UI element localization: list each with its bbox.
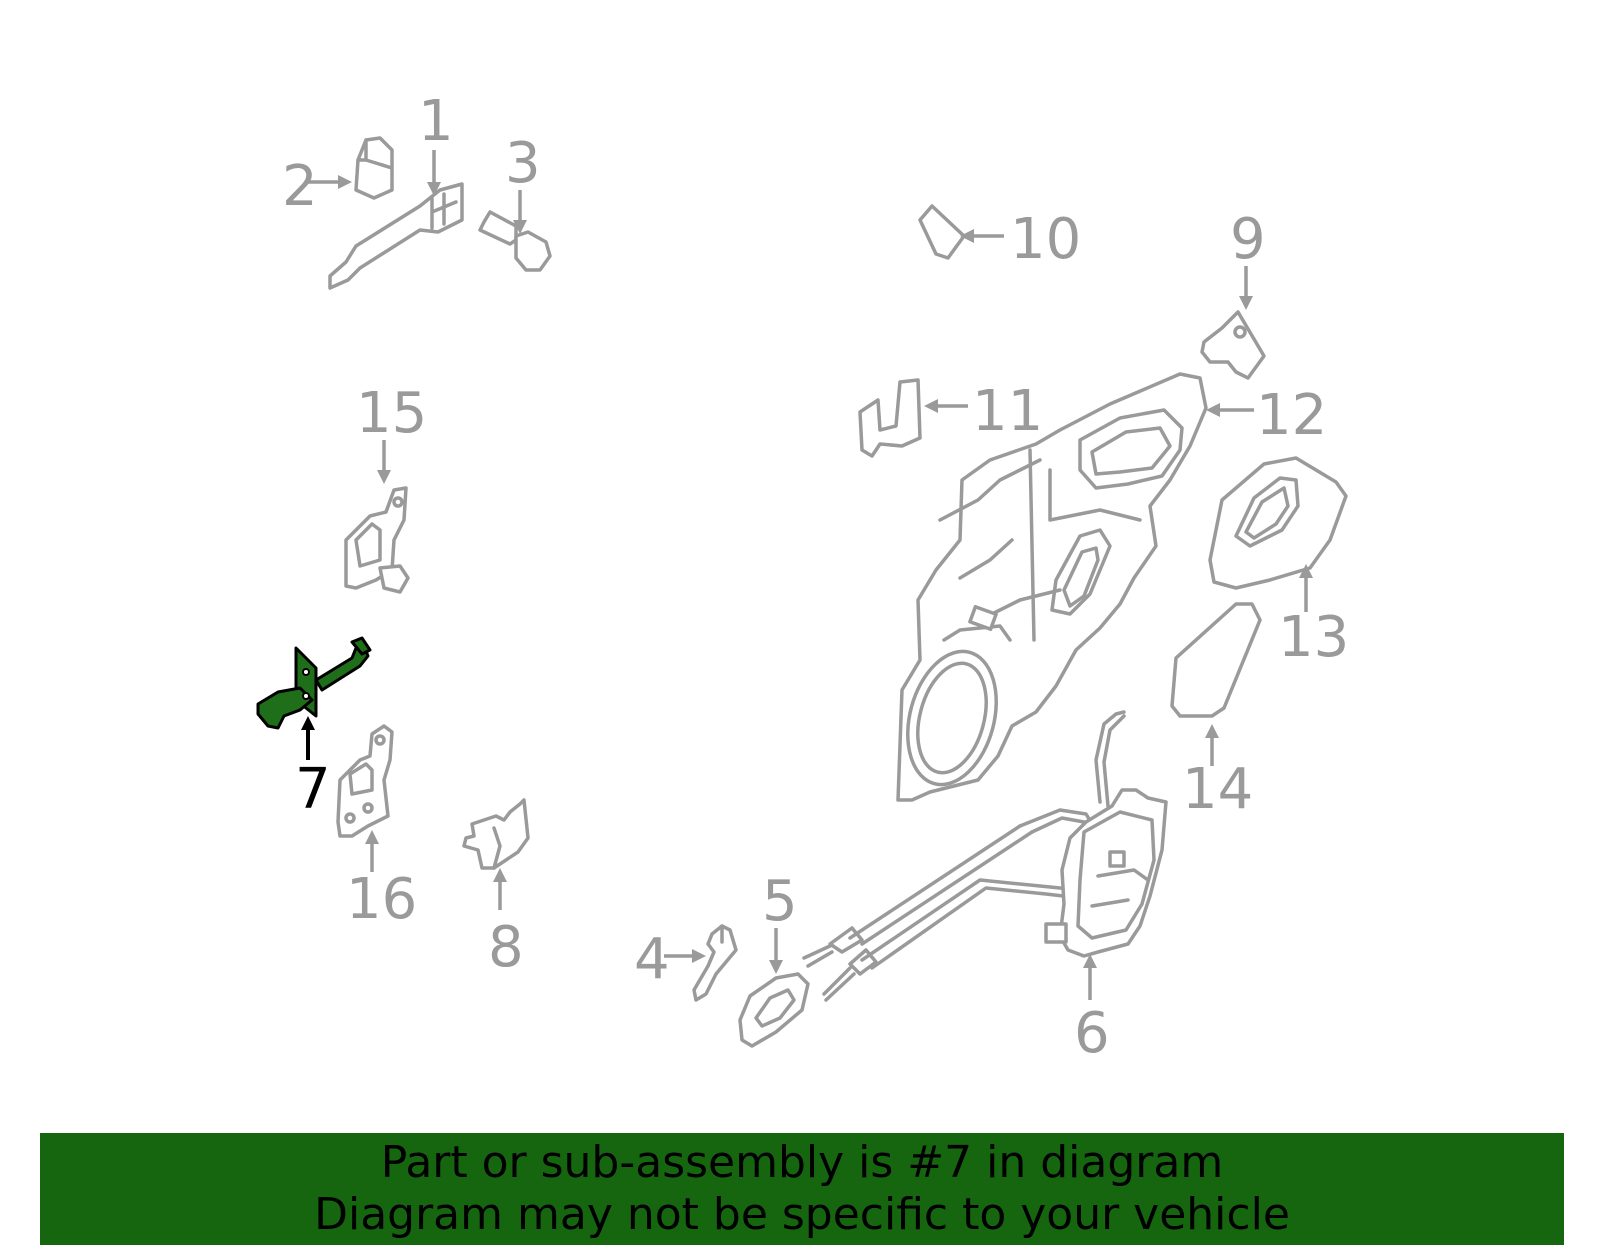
label-7: 7 (295, 757, 331, 822)
label-9: 9 (1230, 207, 1266, 272)
banner-line-1: Part or sub-assembly is #7 in diagram (380, 1137, 1224, 1188)
part-9-bracket[interactable] (1200, 310, 1266, 380)
label-16: 16 (346, 867, 417, 932)
part-2-clip[interactable] (354, 136, 394, 200)
label-6: 6 (1074, 1001, 1110, 1066)
label-5: 5 (762, 869, 798, 934)
label-1: 1 (418, 89, 454, 154)
label-15: 15 (356, 381, 427, 446)
part-10-plug[interactable] (918, 204, 966, 260)
part-11-clip[interactable] (858, 378, 922, 458)
part-6-door-latch[interactable] (1044, 788, 1168, 958)
banner-line-2: Diagram may not be specific to your vehi… (314, 1189, 1290, 1240)
part-7-door-check[interactable] (256, 636, 372, 730)
label-10: 10 (1010, 207, 1081, 272)
label-12: 12 (1256, 383, 1327, 448)
part-8-bracket[interactable] (462, 798, 530, 870)
label-14: 14 (1182, 757, 1253, 822)
part-3-bolt[interactable] (478, 210, 552, 272)
part-1-handle-bracket[interactable] (328, 182, 464, 290)
part-15-upper-hinge[interactable] (344, 486, 410, 594)
label-4: 4 (634, 927, 670, 992)
part-12-door-panel[interactable] (894, 372, 1208, 802)
label-13: 13 (1278, 605, 1349, 670)
part-4-lever[interactable] (692, 924, 738, 1002)
part-16-lower-hinge[interactable] (336, 724, 394, 838)
part-13-seal[interactable] (1208, 456, 1348, 590)
label-11: 11 (972, 379, 1043, 444)
label-3: 3 (505, 131, 541, 196)
label-2: 2 (282, 154, 318, 219)
label-8: 8 (488, 915, 524, 980)
part-14-cover[interactable] (1170, 602, 1262, 718)
info-banner: Part or sub-assembly is #7 in diagram Di… (40, 1133, 1564, 1245)
part-5-inner-handle[interactable] (738, 972, 810, 1048)
